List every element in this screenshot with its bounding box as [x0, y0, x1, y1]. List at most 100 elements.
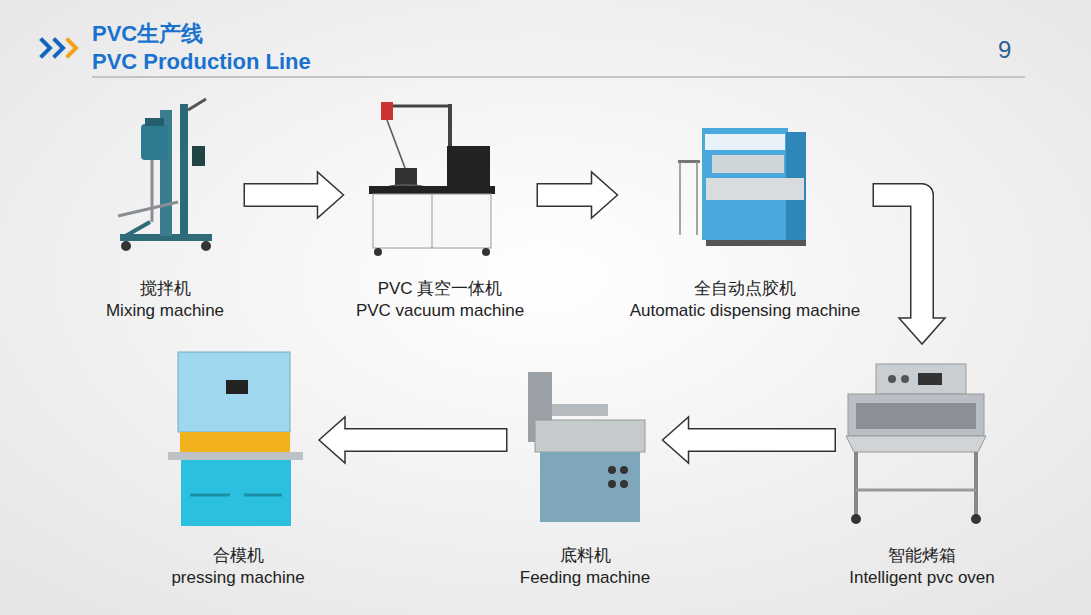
vacuum-machine-picture: [369, 186, 495, 194]
header-chevrons: [42, 40, 76, 56]
pressing-machine-picture: [226, 380, 248, 394]
mixing-machine-picture: [180, 104, 188, 236]
flow-arrow: [244, 172, 344, 218]
oven-picture: [851, 514, 861, 524]
dispensing-machine-picture: [706, 178, 804, 200]
mixing-machine-picture: [188, 99, 206, 110]
pressing-machine-picture: [244, 494, 282, 497]
vacuum-machine-picture: [388, 105, 452, 108]
mixing-machine-picture: [121, 241, 131, 251]
oven-picture: [846, 436, 986, 452]
machine-label: 合模机: [213, 545, 264, 567]
pressing-machine-picture: [180, 432, 290, 454]
oven-picture: [888, 375, 896, 383]
vacuum-machine-picture: [448, 104, 452, 150]
machine-label: PVC vacuum machine: [356, 300, 524, 322]
machine-label: 全自动点胶机: [694, 278, 796, 300]
arrow-head: [318, 172, 344, 218]
header-chevrons: [55, 40, 63, 56]
vacuum-machine-picture: [395, 168, 417, 186]
feeding-machine-picture: [540, 452, 640, 522]
mixing-machine-picture: [151, 160, 154, 222]
dispensing-machine-picture: [679, 162, 681, 235]
oven-picture: [971, 514, 981, 524]
mixing-machine-picture: [118, 202, 178, 216]
mixing-machine-picture: [141, 124, 168, 160]
vacuum-machine-picture: [381, 102, 393, 120]
flow-arrow: [537, 172, 618, 218]
feeding-machine-picture: [608, 480, 616, 488]
pressing-machine-picture: [178, 352, 290, 432]
feeding-machine-picture: [608, 466, 616, 474]
machine-node: 全自动点胶机Automatic dispensing machine: [624, 95, 867, 322]
machine-label: Mixing machine: [106, 300, 224, 322]
machine-label: pressing machine: [171, 567, 304, 589]
machine-node: 底料机Feeding machine: [514, 350, 657, 589]
title-spacer: [219, 20, 354, 48]
oven-picture: [856, 489, 976, 492]
machine-label: Intelligent pvc oven: [849, 567, 995, 589]
arrow-head: [663, 417, 689, 463]
mixing-machine-picture: [122, 222, 150, 238]
oven-picture: [846, 364, 986, 524]
machine-label: Feeding machine: [520, 567, 650, 589]
machine-label: 搅拌机: [140, 278, 191, 300]
machine-label: 智能烤箱: [888, 545, 956, 567]
feeding-machine-picture: [620, 466, 628, 474]
pressing-machine-picture: [168, 352, 303, 526]
arrow-fill: [687, 430, 835, 451]
oven-picture: [856, 403, 976, 429]
oven-picture: [848, 394, 984, 436]
flow-arrow: [319, 417, 508, 463]
oven-picture: [901, 375, 909, 383]
machine-label: PVC 真空一体机: [378, 278, 503, 300]
arrow-head: [592, 172, 618, 218]
arrow-fill: [245, 185, 320, 206]
vacuum-machine-picture: [369, 102, 495, 256]
mixing-machine-picture: [192, 146, 205, 166]
vacuum-machine-picture: [374, 248, 382, 256]
arrow-fill: [538, 185, 594, 206]
header-rule: [92, 77, 1025, 78]
pressing-machine-picture: [190, 494, 230, 497]
flow-arrow: [873, 195, 946, 344]
arrow-fill: [874, 195, 922, 320]
machine-label: 底料机: [560, 545, 611, 567]
arrow-fill: [343, 430, 506, 451]
feeding-machine-picture: [535, 420, 645, 452]
machine-node: 合模机pressing machine: [163, 350, 313, 589]
page-title: PVC生产线 PVC Production Line: [92, 20, 354, 76]
vacuum-machine-picture: [373, 194, 491, 248]
feeding-machine-picture: [528, 372, 645, 522]
mixing-machine-picture: [201, 241, 211, 251]
dispensing-machine-picture: [705, 134, 785, 150]
machine-node: PVC 真空一体机PVC vacuum machine: [350, 95, 531, 322]
vacuum-machine-picture: [482, 248, 490, 256]
header-chevrons: [42, 40, 50, 56]
pressing-machine-picture: [181, 460, 291, 526]
dispensing-machine-picture: [678, 128, 806, 246]
flow-arrow: [663, 417, 837, 463]
mixing-machine-picture: [118, 99, 212, 251]
arrow-head: [319, 417, 345, 463]
dispensing-machine-picture: [706, 240, 806, 246]
pressing-machine-picture: [168, 452, 303, 460]
page-number: 9: [998, 36, 1011, 64]
dispensing-machine-picture: [696, 162, 698, 235]
header-chevrons: [68, 40, 76, 56]
machine-label: Automatic dispensing machine: [630, 300, 861, 322]
feeding-machine-picture: [620, 480, 628, 488]
dispensing-machine-picture: [712, 155, 784, 173]
machine-node: 智能烤箱Intelligent pvc oven: [842, 350, 1002, 589]
oven-picture: [876, 364, 966, 394]
mixing-machine-picture: [145, 118, 164, 126]
vacuum-machine-picture: [432, 194, 433, 248]
oven-picture: [854, 452, 858, 515]
oven-picture: [918, 373, 942, 385]
machine-node: 搅拌机Mixing machine: [93, 95, 238, 322]
arrow-head: [899, 318, 945, 344]
oven-picture: [974, 452, 978, 515]
